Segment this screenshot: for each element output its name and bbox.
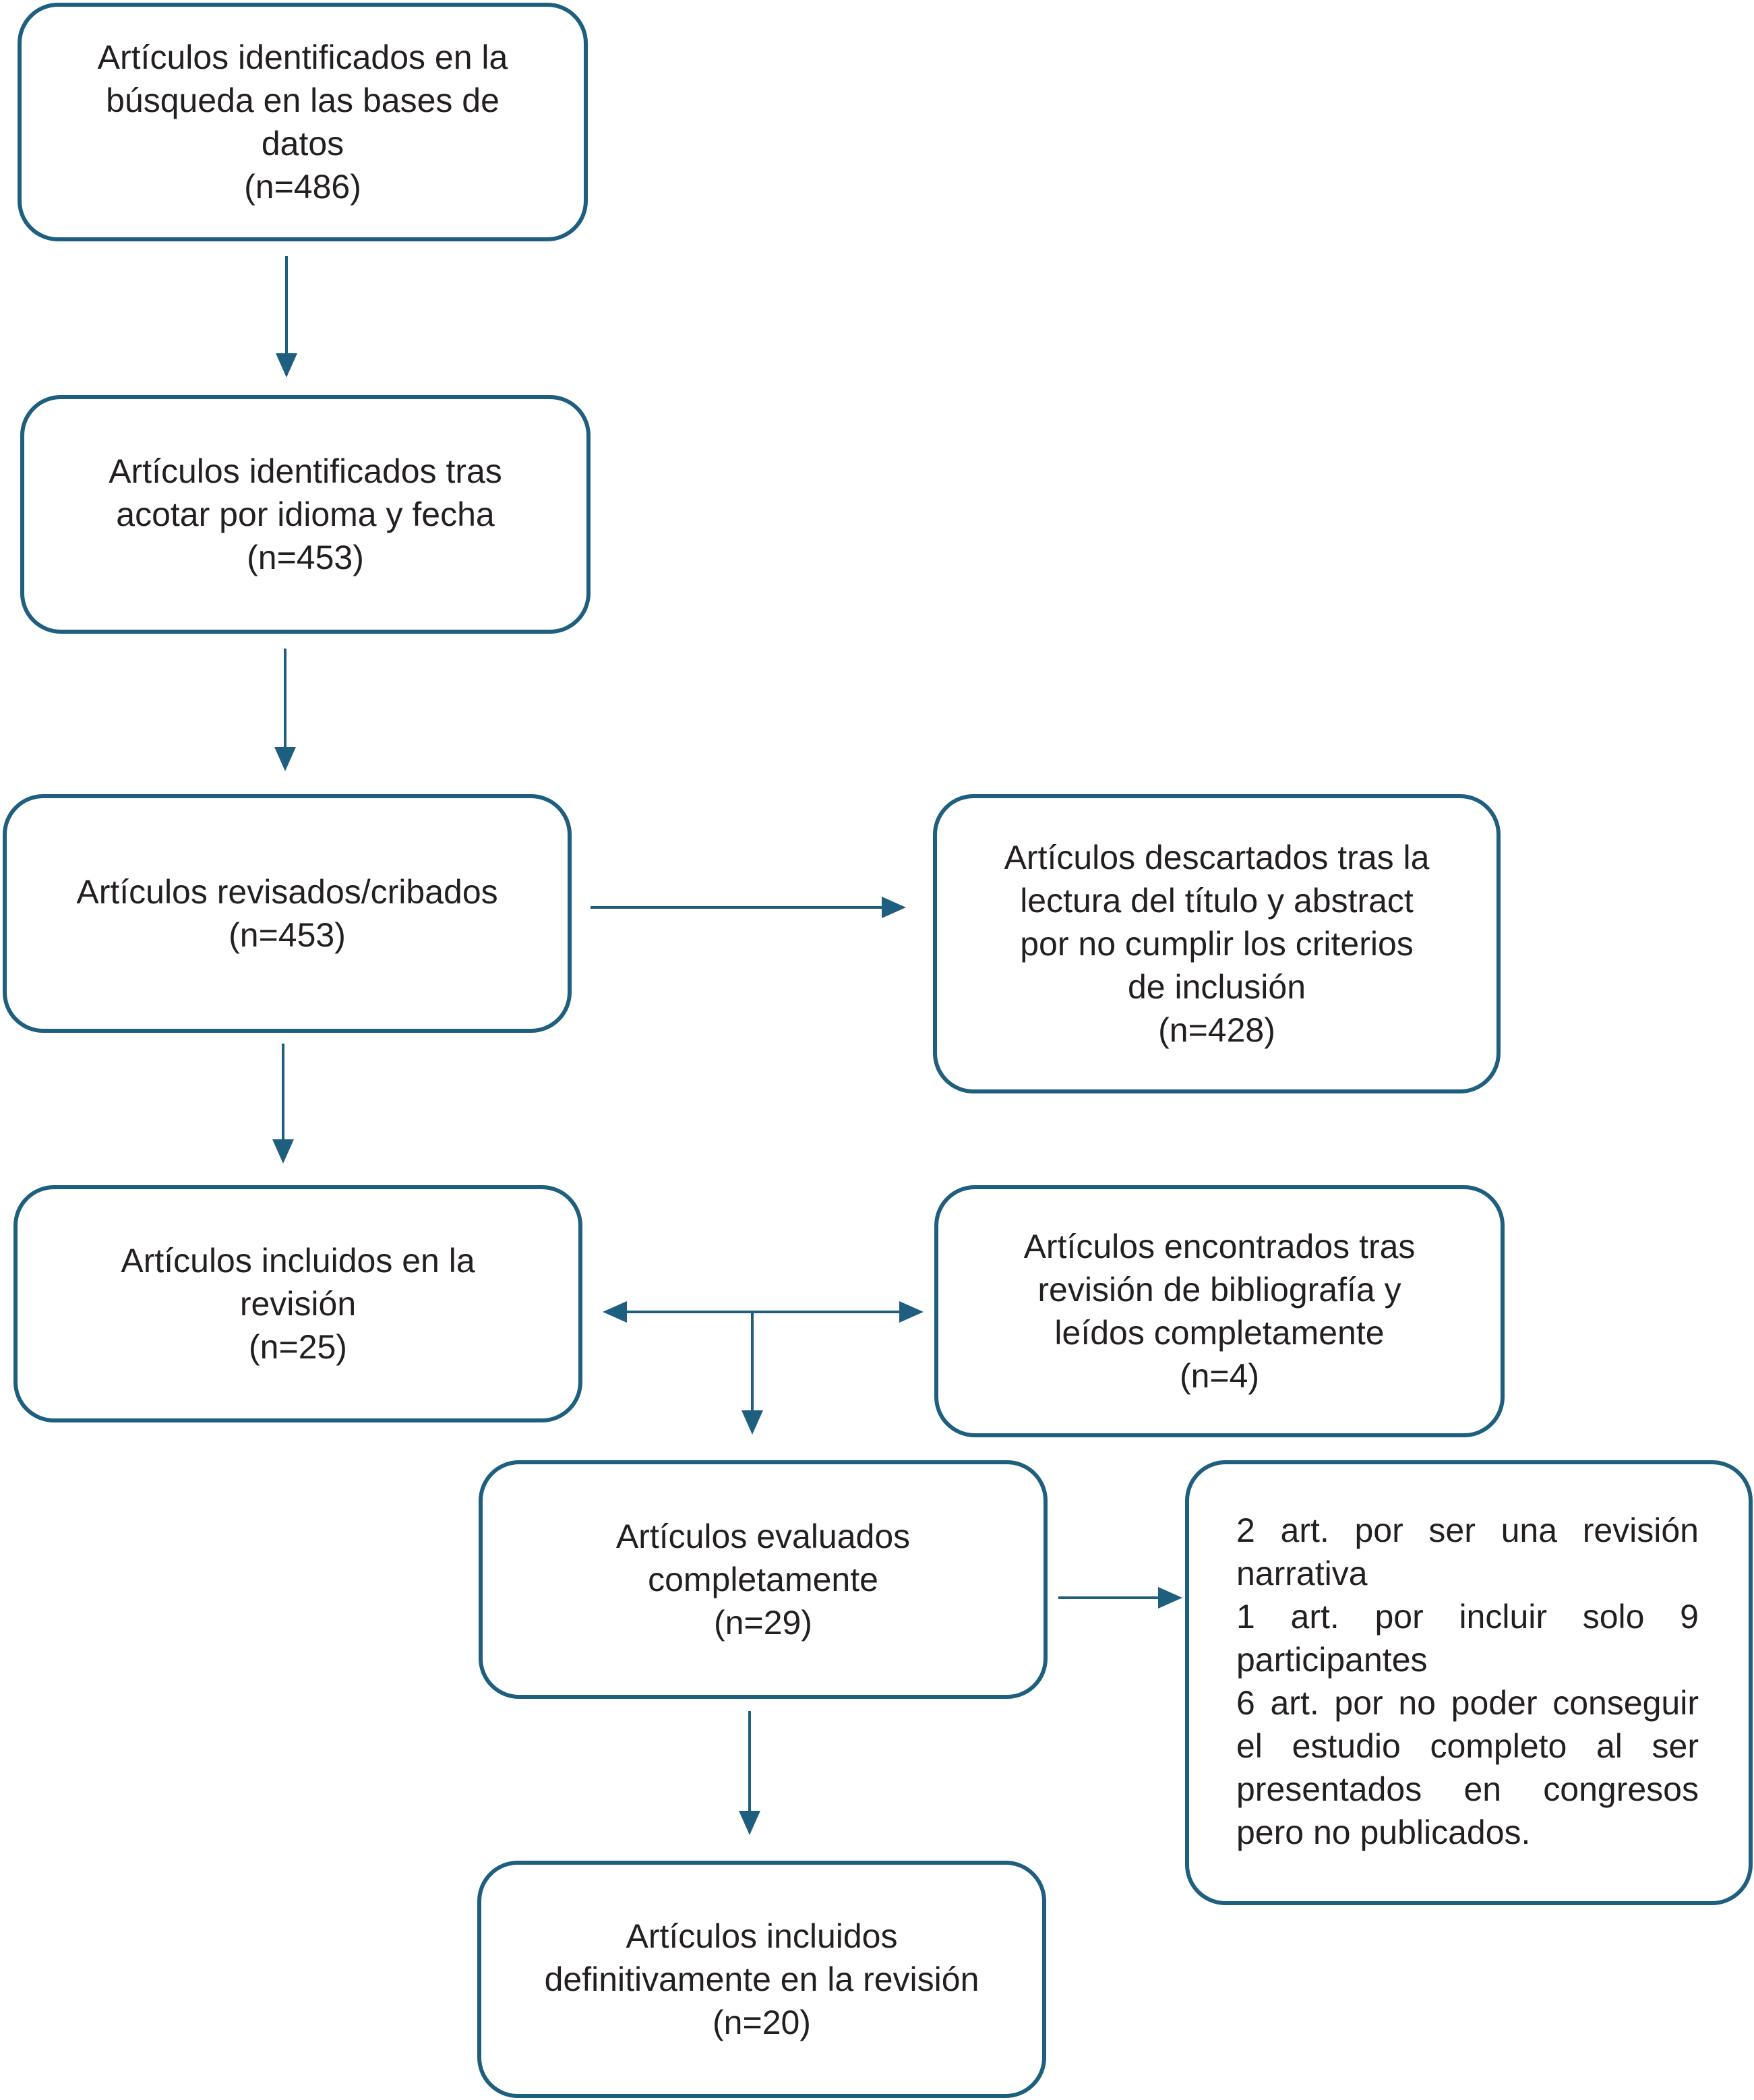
box-text-line: acotar por idioma y fecha — [116, 496, 495, 533]
box-text-line: (n=428) — [1158, 1011, 1275, 1049]
box-text-line: búsqueda en las bases de — [106, 82, 500, 119]
box-text-line: definitivamente en la revisión — [544, 1960, 979, 1998]
box-text-line: Artículos incluidos en la — [121, 1242, 475, 1280]
box-text-line: lectura del título y abstract — [1020, 882, 1414, 920]
box-text-line: 6 art. por no poder conseguir — [1236, 1684, 1699, 1722]
box-identified: Artículos identificados en la búsqueda en… — [18, 3, 588, 241]
box-text-line: (n=4) — [1179, 1357, 1260, 1395]
box-text-line: 1 art. por incluir solo 9 — [1236, 1598, 1699, 1636]
box-text-line: de inclusión — [1127, 968, 1306, 1006]
box-text-line: (n=29) — [714, 1604, 812, 1642]
box-text-line: revisión — [239, 1285, 357, 1323]
box-text-line: (n=25) — [249, 1328, 347, 1366]
box-text-line: leídos completamente — [1054, 1314, 1385, 1352]
box-text-line: el estudio completo al ser — [1236, 1727, 1699, 1765]
box-text-line: (n=486) — [244, 168, 361, 206]
box-text-line: Artículos evaluados — [615, 1518, 911, 1555]
box-text-line: narrativa — [1236, 1555, 1368, 1592]
box-text-line: 2 art. por ser una revisión — [1236, 1511, 1699, 1549]
box-excluded-reasons: 2 art. por ser una revisión narrativa 1 ar… — [1185, 1460, 1753, 1905]
box-evaluated: Artículos evaluados completamente (n=29) — [479, 1460, 1048, 1699]
box-screened: Artículos revisados/cribados (n=453) — [3, 794, 572, 1033]
box-text-line: Artículos descartados tras la — [1004, 839, 1430, 876]
box-text-line: (n=453) — [247, 539, 364, 576]
box-included: Artículos incluidos en la revisión (n=25) — [13, 1185, 582, 1422]
box-text-line: Artículos encontrados tras — [1023, 1228, 1416, 1265]
box-final: Artículos incluidos definitivamente en la… — [477, 1861, 1046, 2098]
box-text-line: datos — [261, 125, 344, 162]
box-text-line: Artículos incluidos — [626, 1917, 898, 1955]
box-text-line: revisión de bibliografía y — [1037, 1271, 1401, 1309]
box-text-line: Artículos revisados/cribados — [76, 873, 498, 911]
box-text-line: participantes — [1236, 1641, 1428, 1679]
box-text-line: pero no publicados. — [1236, 1813, 1531, 1851]
box-text-line: completamente — [648, 1561, 878, 1598]
box-bibliography: Artículos encontrados tras revisión de bi… — [934, 1185, 1505, 1437]
box-text-line: (n=453) — [229, 916, 346, 954]
box-text-line: Artículos identificados tras — [109, 452, 502, 490]
box-text-line: Artículos identificados en la — [97, 38, 508, 76]
box-discarded: Artículos descartados tras la lectura del… — [933, 794, 1501, 1093]
box-text-line: (n=20) — [713, 2004, 811, 2041]
box-text-line: por no cumplir los criterios — [1020, 925, 1414, 963]
box-filtered: Artículos identificados tras acotar por i… — [20, 395, 591, 634]
box-text-line: presentados en congresos — [1236, 1770, 1699, 1808]
